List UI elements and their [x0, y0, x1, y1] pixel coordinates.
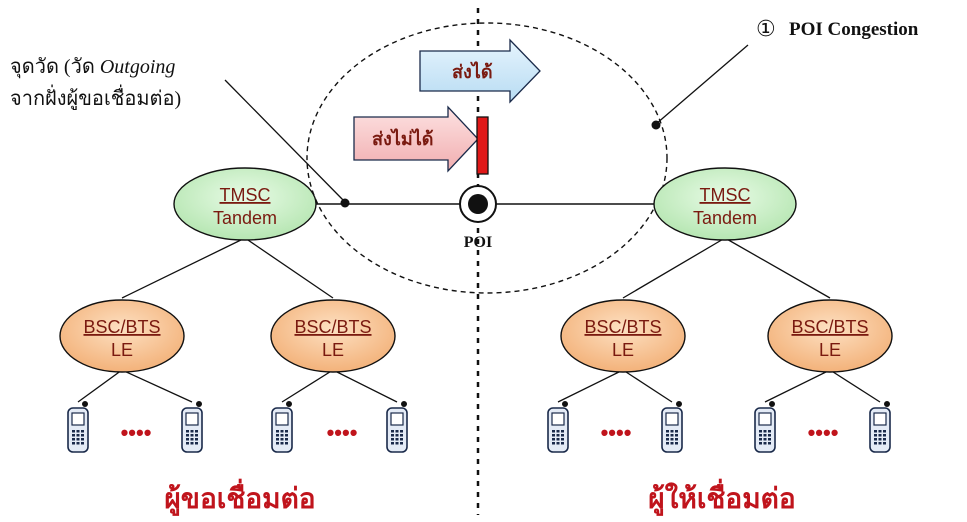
congestion-ellipse [306, 22, 668, 294]
tmsc-node-right [653, 167, 797, 241]
sent-arrow-label: ส่งได้ [452, 61, 493, 82]
more-devices-dots-1: •••• [121, 420, 152, 445]
measure-point-line2: จากฝั่งผู้ขอเชื่อมต่อ) [10, 84, 181, 111]
tmsc-left-sub: Tandem [213, 208, 277, 228]
annotation-number: ① [756, 16, 776, 41]
mobile-phone-icon [869, 400, 891, 453]
measure-point-dot [340, 198, 350, 208]
more-devices-dots-2: •••• [327, 420, 358, 445]
not-sent-arrow [353, 105, 479, 173]
more-devices-dots-4: •••• [808, 420, 839, 445]
bsc-3-sub: LE [612, 340, 634, 360]
bsc-4-sub: LE [819, 340, 841, 360]
mobile-phone-icon [661, 400, 683, 453]
measure-point-line1-outgoing: Outgoing [100, 56, 176, 78]
measure-point-line1: จุดวัด (วัด Outgoing [10, 56, 175, 79]
bsc-node-4 [767, 299, 893, 373]
measure-point-line1-thai: จุดวัด (วัด [10, 56, 100, 79]
congestion-pointer-line [655, 44, 749, 125]
mobile-phone-icon [271, 400, 293, 453]
bsc-3-title: BSC/BTS [584, 317, 661, 337]
side-label-left: ผู้ขอเชื่อมต่อ [164, 478, 315, 516]
bsc-2-title: BSC/BTS [294, 317, 371, 337]
block-bar [476, 116, 489, 175]
annotation-label: POI Congestion [789, 19, 919, 40]
poi-label: POI [464, 234, 492, 251]
tmsc-right-title: TMSC [700, 185, 751, 205]
side-label-right: ผู้ให้เชื่อมต่อ [648, 478, 795, 516]
mobile-phone-icon [181, 400, 203, 453]
bsc-node-2 [270, 299, 396, 373]
mobile-phone-icon [67, 400, 89, 453]
bsc-4-title: BSC/BTS [791, 317, 868, 337]
mobile-phone-icon [547, 400, 569, 453]
measure-pointer-line [224, 79, 346, 203]
tree-lines-right [557, 237, 881, 403]
congestion-point-dot [651, 120, 661, 130]
sent-arrow [419, 38, 541, 104]
bsc-1-sub: LE [111, 340, 133, 360]
bsc-2-sub: LE [322, 340, 344, 360]
tmsc-right-sub: Tandem [693, 208, 757, 228]
more-devices-dots-3: •••• [601, 420, 632, 445]
bsc-node-3 [560, 299, 686, 373]
mobile-phone-icon [754, 400, 776, 453]
tmsc-left-title: TMSC [220, 185, 271, 205]
tree-lines-left [77, 237, 398, 403]
not-sent-arrow-label: ส่งไม่ได้ [372, 128, 433, 149]
poi-symbol-inner [468, 194, 488, 214]
bsc-node-1 [59, 299, 185, 373]
bsc-1-title: BSC/BTS [83, 317, 160, 337]
tmsc-node-left [173, 167, 317, 241]
mobile-phone-icon [386, 400, 408, 453]
